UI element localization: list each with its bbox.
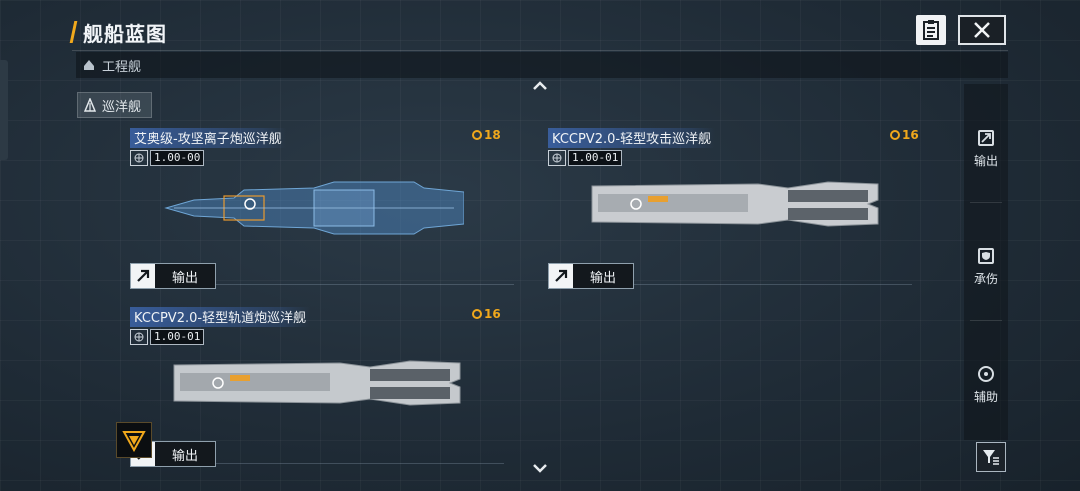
version-icon [130,329,148,345]
version-number: 1.00-01 [150,329,205,345]
cost-value: 16 [484,307,501,321]
cruiser-icon [84,98,96,112]
version-icon [548,150,566,166]
subcategory-cruiser-tag[interactable]: 巡洋舰 [77,92,153,118]
subcategory-label: 巡洋舰 [102,99,142,115]
document-icon [923,20,939,40]
command-cost-icon [472,309,482,319]
output-arrow-icon [978,130,994,146]
command-cost-icon [472,130,482,140]
ship-version: 1.00-00 [130,150,205,166]
ship-version: 1.00-01 [548,150,623,166]
export-label: 输出 [171,270,198,286]
version-number: 1.00-01 [568,150,623,166]
sidebar-divider [970,320,1002,321]
filter-icon [983,450,999,465]
version-number: 1.00-00 [150,150,205,166]
close-icon [974,22,990,38]
shield-icon [978,248,994,264]
export-button[interactable]: 输出 [130,263,216,289]
close-button[interactable] [958,15,1006,45]
light-attack-cruiser-image [591,181,879,227]
ship-cost: 18 [472,128,501,142]
rank-badge-icon [116,422,152,458]
blueprint-dimension-line [214,284,514,285]
cost-value: 18 [484,128,501,142]
filter-label: 辅助 [973,390,998,404]
ship-card[interactable]: KCCPV2.0-轻型轨道炮巡洋舰 1.00-01 16 输出 [130,307,504,467]
ship-class-icon [84,60,94,70]
header-divider [72,50,1008,51]
export-label: 输出 [589,270,616,286]
light-railgun-cruiser-image [173,360,461,406]
export-button[interactable]: 输出 [548,263,634,289]
ship-cost: 16 [890,128,919,142]
scroll-up-chevron-icon[interactable] [532,81,548,91]
ship-name: KCCPV2.0-轻型轨道炮巡洋舰 [130,307,311,327]
ion-cruiser-blueprint-image [164,181,464,235]
ship-version: 1.00-01 [130,329,205,345]
ship-card[interactable]: KCCPV2.0-轻型攻击巡洋舰 1.00-01 16 输出 [548,128,919,289]
cost-value: 16 [902,128,919,142]
filter-tank[interactable]: 承伤 [964,248,1008,287]
ship-name: KCCPV2.0-轻型攻击巡洋舰 [548,128,716,148]
category-label: 工程舰 [102,59,142,75]
filter-label: 输出 [973,154,998,168]
category-bar-engineering[interactable]: 工程舰 [76,52,1008,78]
ship-name: 艾奥级-攻坚离子炮巡洋舰 [130,128,286,148]
blueprint-dimension-line [214,463,504,464]
support-icon [978,366,994,382]
document-button[interactable] [916,15,946,45]
scroll-down-chevron-icon[interactable] [532,463,548,473]
page-header: 舰船蓝图 [69,18,167,46]
blueprint-dimension-line [632,284,912,285]
ship-card[interactable]: 艾奥级-攻坚离子炮巡洋舰 1.00-00 18 输出 [130,128,514,289]
side-drawer-handle[interactable] [0,60,8,160]
filter-sort-button[interactable] [976,442,1006,472]
export-label: 输出 [171,448,198,464]
export-arrow-icon [549,264,573,288]
sidebar-divider [970,202,1002,203]
role-filter-sidebar: 输出 承伤 辅助 [964,84,1008,440]
filter-support[interactable]: 辅助 [964,366,1008,405]
page-title: 舰船蓝图 [83,21,167,46]
filter-output[interactable]: 输出 [964,130,1008,169]
version-icon [130,150,148,166]
filter-label: 承伤 [973,272,998,286]
export-arrow-icon [131,264,155,288]
ship-cost: 16 [472,307,501,321]
command-cost-icon [890,130,900,140]
